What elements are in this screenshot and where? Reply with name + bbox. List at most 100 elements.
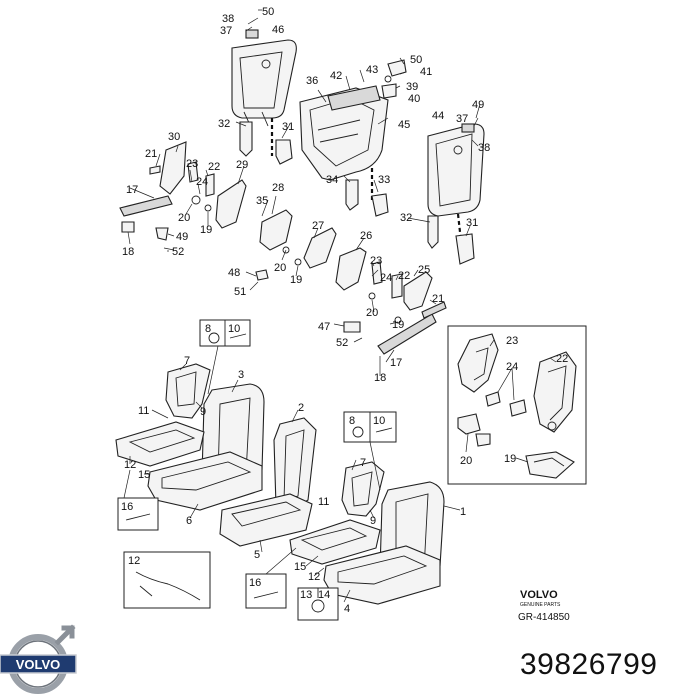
callout-28: 28 [272,182,284,194]
callout-46: 46 [272,24,284,36]
seat-center-assembly [219,417,317,547]
callout-31: 31 [466,217,478,229]
callout-19: 19 [392,319,404,331]
side-bracket-right [335,247,447,355]
callout-39: 39 [406,81,418,93]
callout-34: 34 [326,174,338,186]
callout-45: 45 [398,119,410,131]
callout-43: 43 [366,64,378,76]
callout-33: 33 [378,174,390,186]
seat-left-assembly [115,363,265,511]
box-12-cable [123,551,211,609]
callout-32: 32 [218,118,230,130]
callout-16: 16 [249,577,261,589]
callout-18: 18 [374,372,386,384]
callout-8: 8 [205,323,211,335]
callout-38: 38 [222,13,234,25]
callout-48: 48 [228,267,240,279]
latch-center [381,59,407,99]
side-cover-29 [215,179,247,229]
callout-31: 31 [282,121,294,133]
callout-35: 35 [256,195,268,207]
callout-22: 22 [208,161,220,173]
small-logo-subtext: GENUINE PARTS [520,602,561,608]
callout-1: 1 [460,506,466,518]
callout-50: 50 [262,6,274,18]
callout-labels: 50 38 37 46 36 42 43 50 41 39 40 49 44 3… [121,6,568,615]
callout-12: 12 [308,571,320,583]
callout-24: 24 [380,272,392,284]
callout-4: 4 [344,603,350,615]
callout-15: 15 [138,469,150,481]
callout-11: 11 [138,405,149,417]
callout-21: 21 [432,293,444,305]
callout-10: 10 [228,323,240,335]
detail-bracket-22 [533,351,577,433]
callout-42: 42 [330,70,342,82]
callout-16: 16 [121,501,133,513]
clips-center [255,258,302,281]
callout-8: 8 [349,415,355,427]
callout-27: 27 [312,220,324,232]
callout-3: 3 [238,369,244,381]
callout-20: 20 [366,307,378,319]
callout-22: 22 [398,270,410,282]
backrest-frame-left [231,29,297,127]
callout-12: 12 [124,459,136,471]
callout-19: 19 [200,224,212,236]
callout-37: 37 [220,25,232,37]
leader-lines [127,9,557,603]
detail-callout-20: 20 [460,455,472,467]
callout-13: 13 [300,589,312,601]
callout-7: 7 [184,355,190,367]
callout-47: 47 [318,321,330,333]
side-bracket-center [259,209,337,269]
callout-12: 12 [128,555,140,567]
callout-52: 52 [336,337,348,349]
callout-21: 21 [145,148,157,160]
detail-callout-19: 19 [504,453,516,465]
callout-25: 25 [418,264,430,276]
backrest-frame-center [299,85,389,181]
clips-left [121,221,169,252]
callout-2: 2 [298,402,304,414]
hinge-center [345,179,359,211]
small-logo-text: VOLVO [520,589,558,601]
callout-15: 15 [294,561,306,573]
callout-49: 49 [176,231,188,243]
detail-callout-24: 24 [506,361,518,373]
callout-52: 52 [172,246,184,258]
diagram-reference: GR-414850 [518,612,570,623]
callout-19: 19 [290,274,302,286]
callout-6: 6 [186,515,192,527]
callout-9: 9 [370,515,376,527]
logo-wordmark: VOLVO [16,657,61,672]
callout-40: 40 [408,93,420,105]
volvo-logo-icon: VOLVO [0,624,77,694]
callout-17: 17 [390,357,402,369]
hinge-center-right [371,193,389,217]
callout-20: 20 [274,262,286,274]
callout-50: 50 [410,54,422,66]
detail-bolts-24 [485,391,527,417]
callout-20: 20 [178,212,190,224]
callout-38: 38 [478,142,490,154]
callout-11: 11 [318,496,329,508]
callout-17: 17 [126,184,138,196]
callout-36: 36 [306,75,318,87]
callout-24: 24 [196,176,208,188]
callout-10: 10 [373,415,385,427]
hinge-left [239,121,293,165]
callout-44: 44 [432,110,444,122]
callout-32: 32 [400,212,412,224]
detail-clip-20 [457,413,491,447]
callout-23: 23 [186,158,198,170]
backrest-frame-right [427,123,485,217]
detail-callout-23: 23 [506,335,518,347]
callout-37: 37 [456,113,468,125]
callout-30: 30 [168,131,180,143]
seat-right-assembly [289,461,445,605]
callout-29: 29 [236,159,248,171]
callout-5: 5 [254,549,260,561]
